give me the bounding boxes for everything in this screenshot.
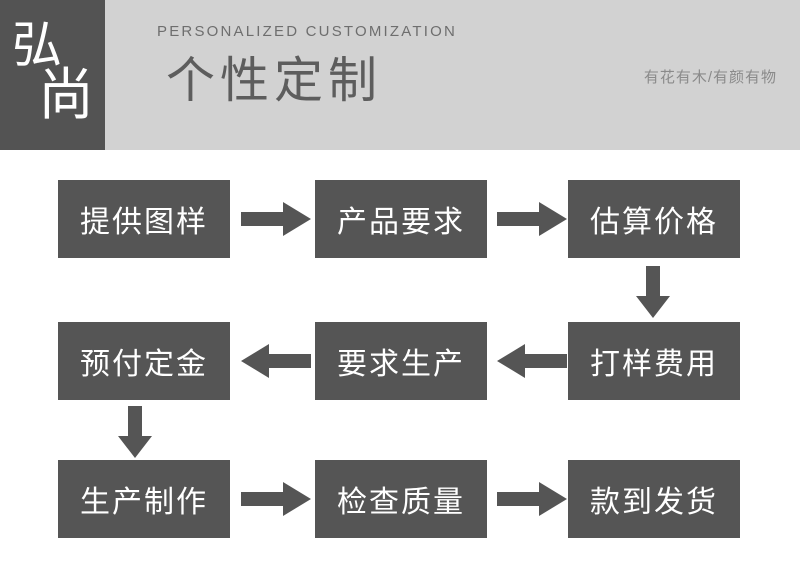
logo-char-top: 弘 — [12, 17, 62, 73]
flow-step-box[interactable]: 要求生产 — [315, 322, 487, 400]
flow-step-box[interactable]: 产品要求 — [315, 180, 487, 258]
arrow-right-icon — [497, 482, 567, 516]
logo-char-bottom: 尚 — [38, 65, 94, 127]
arrow-right-icon — [241, 482, 311, 516]
arrow-down-icon — [636, 266, 670, 318]
arrow-right-icon — [497, 202, 567, 236]
flow-step-box[interactable]: 生产制作 — [58, 460, 230, 538]
flow-step-box[interactable]: 款到发货 — [568, 460, 740, 538]
arrow-right-icon — [241, 202, 311, 236]
process-flowchart: 提供图样 产品要求 估算价格 打样费用 要求生产 预付定金 — [0, 150, 800, 582]
flow-step-box[interactable]: 预付定金 — [58, 322, 230, 400]
flow-step-box[interactable]: 检查质量 — [315, 460, 487, 538]
arrow-down-icon — [118, 406, 152, 458]
header-band: 弘 尚 PERSONALIZED CUSTOMIZATION 个性定制 有花有木… — [0, 0, 800, 150]
arrow-left-icon — [241, 344, 311, 378]
flow-step-box[interactable]: 打样费用 — [568, 322, 740, 400]
page-title: 个性定制 — [166, 54, 383, 108]
arrow-left-icon — [497, 344, 567, 378]
header-tagline: 有花有木/有颜有物 — [643, 69, 777, 86]
flow-step-box[interactable]: 提供图样 — [58, 180, 230, 258]
flow-step-box[interactable]: 估算价格 — [568, 180, 740, 258]
brand-logo: 弘 尚 — [0, 0, 105, 150]
header-english-subtitle: PERSONALIZED CUSTOMIZATION — [157, 23, 458, 40]
